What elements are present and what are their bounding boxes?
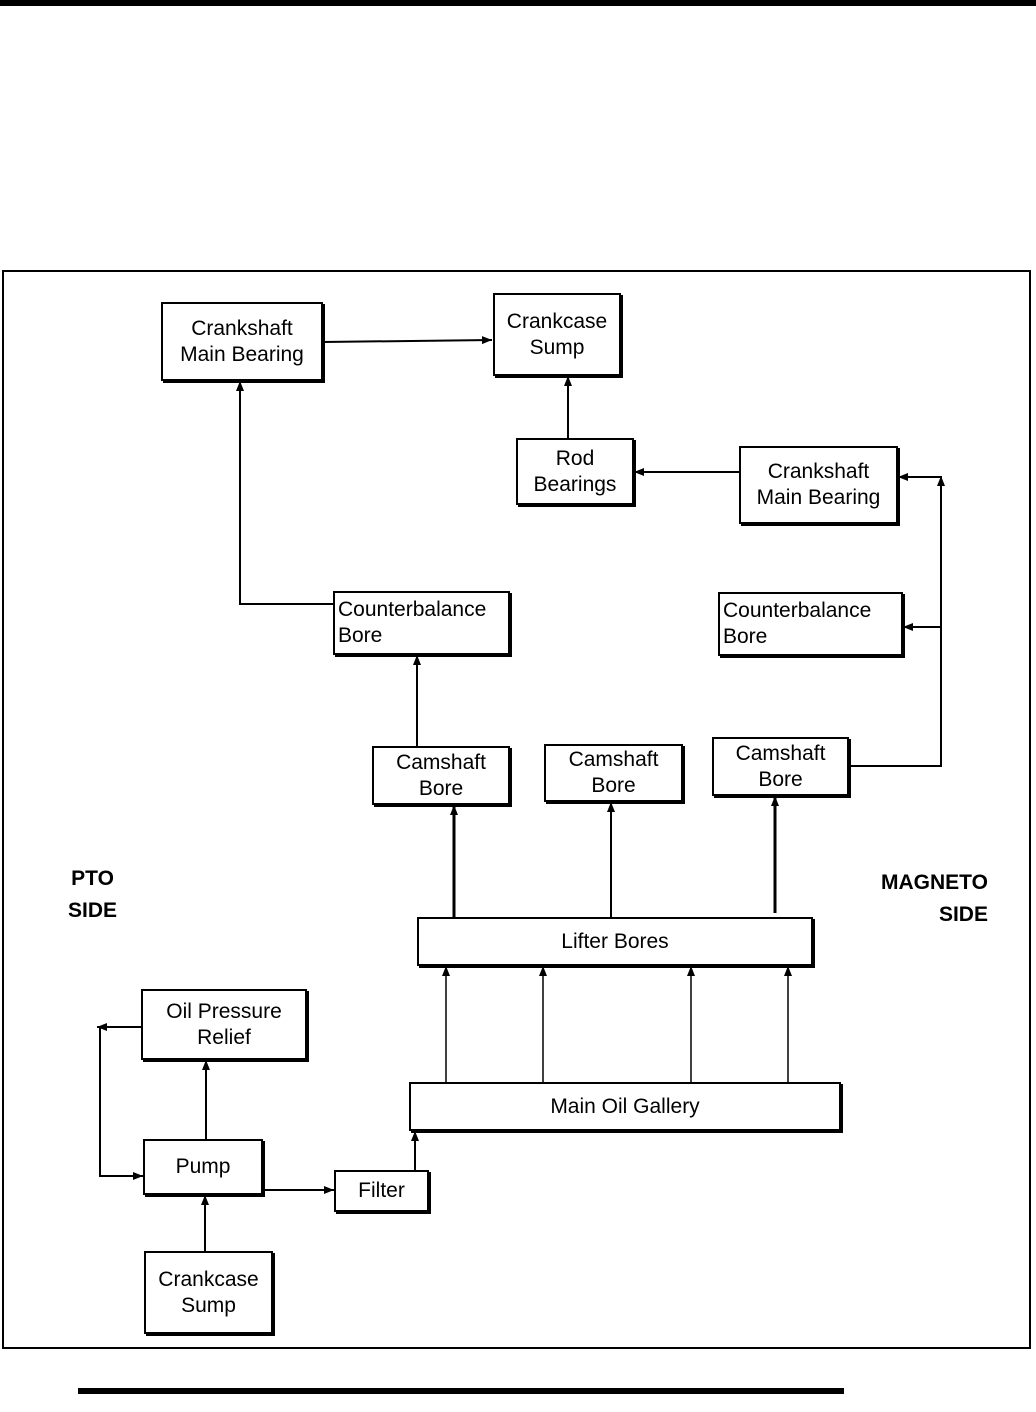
camshaft-bore-3-box: Camshaft Bore [712,737,849,796]
lifter-bores-box: Lifter Bores [417,917,813,966]
counterbalance-bore-pto-box: Counterbalance Bore [333,591,510,655]
diagram-frame [2,270,1031,1349]
top-rule [0,0,1036,6]
pto-side-label: PTO SIDE [68,867,118,922]
connector-relief-return [99,1027,143,1180]
camshaft-bore-1-box: Camshaft Bore [372,746,510,805]
filter-box: Filter [334,1170,429,1212]
oil-pressure-relief-box: Oil Pressure Relief [141,989,307,1060]
counterbalance-bore-mag-box: Counterbalance Bore [718,592,903,656]
camshaft-bore-2-box: Camshaft Bore [544,744,683,802]
crankcase-sump-bottom-box: Crankcase Sump [144,1251,273,1334]
magneto-side-label: MAGNETO SIDE [881,871,988,926]
rod-bearings-box: Rod Bearings [516,438,634,505]
pump-box: Pump [143,1139,263,1195]
crankshaft-main-bearing-pto-box: Crankshaft Main Bearing [161,302,323,381]
main-oil-gallery-box: Main Oil Gallery [409,1082,841,1131]
connector-counterbalance-to-bearing [236,381,333,605]
connector-cam3-riser [849,476,945,767]
crankshaft-main-bearing-mag-box: Crankshaft Main Bearing [739,446,898,524]
connector-bearing-to-sump [322,336,493,345]
crankcase-sump-top-box: Crankcase Sump [493,293,621,376]
bottom-rule [78,1388,844,1394]
